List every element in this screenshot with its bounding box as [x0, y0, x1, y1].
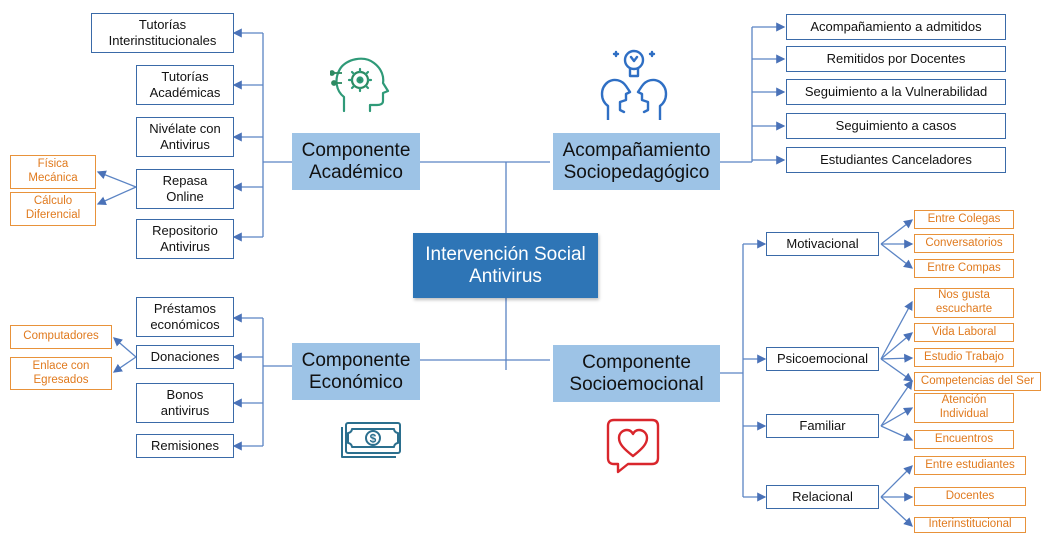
relacional-subitem: Docentes [914, 487, 1026, 506]
socioemocional-item: Psicoemocional [766, 347, 879, 371]
donaciones-subitem: Computadores [10, 325, 112, 349]
academico-item: Tutorías Académicas [136, 65, 234, 105]
motivacional-subitem: Entre Compas [914, 259, 1014, 278]
donaciones-subitem: Enlace con Egresados [10, 357, 112, 390]
svg-text:$: $ [370, 432, 377, 446]
relacional-subitem: Entre estudiantes [914, 456, 1026, 475]
acompanamiento-item: Remitidos por Docentes [786, 46, 1006, 72]
academico-item: Tutorías Interinstitucionales [91, 13, 234, 53]
money-bills-icon: $ [341, 422, 401, 458]
idea-heads-icon [600, 49, 668, 120]
acompanamiento-item: Acompañamiento a admitidos [786, 14, 1006, 40]
socioemocional-item: Relacional [766, 485, 879, 509]
economico-item: Remisiones [136, 434, 234, 458]
psicoemocional-subitem: Estudio Trabajo [914, 348, 1014, 367]
academico-item: Repasa Online [136, 169, 234, 209]
repasa-subitem: Cálculo Diferencial [10, 192, 96, 226]
psicoemocional-subitem: Vida Laboral [914, 323, 1014, 342]
academico-item: Repositorio Antivirus [136, 219, 234, 259]
component-acompanamiento: Acompañamiento Sociopedagógico [553, 133, 720, 190]
repasa-subitem: Física Mecánica [10, 155, 96, 189]
economico-item: Préstamos económicos [136, 297, 234, 337]
component-academico: Componente Académico [292, 133, 420, 190]
economico-item: Bonos antivirus [136, 383, 234, 423]
brain-head-icon [330, 57, 390, 113]
psicoemocional-subitem: Competencias del Ser [914, 372, 1041, 391]
psicoemocional-subitem: Nos gusta escucharte [914, 288, 1014, 318]
acompanamiento-item: Seguimiento a la Vulnerabilidad [786, 79, 1006, 105]
socioemocional-item: Motivacional [766, 232, 879, 256]
academico-item: Nivélate con Antivirus [136, 117, 234, 157]
center-node: Intervención Social Antivirus [413, 233, 598, 298]
acompanamiento-item: Estudiantes Canceladores [786, 147, 1006, 173]
component-socioemocional: Componente Socioemocional [553, 345, 720, 402]
economico-item: Donaciones [136, 345, 234, 369]
socioemocional-item: Familiar [766, 414, 879, 438]
component-economico: Componente Económico [292, 343, 420, 400]
acompanamiento-item: Seguimiento a casos [786, 113, 1006, 139]
relacional-subitem: Interinstitucional [914, 517, 1026, 533]
motivacional-subitem: Entre Colegas [914, 210, 1014, 229]
familiar-subitem: Encuentros [914, 430, 1014, 449]
heart-chat-icon [606, 418, 660, 474]
motivacional-subitem: Conversatorios [914, 234, 1014, 253]
familiar-subitem: Atención Individual [914, 393, 1014, 423]
